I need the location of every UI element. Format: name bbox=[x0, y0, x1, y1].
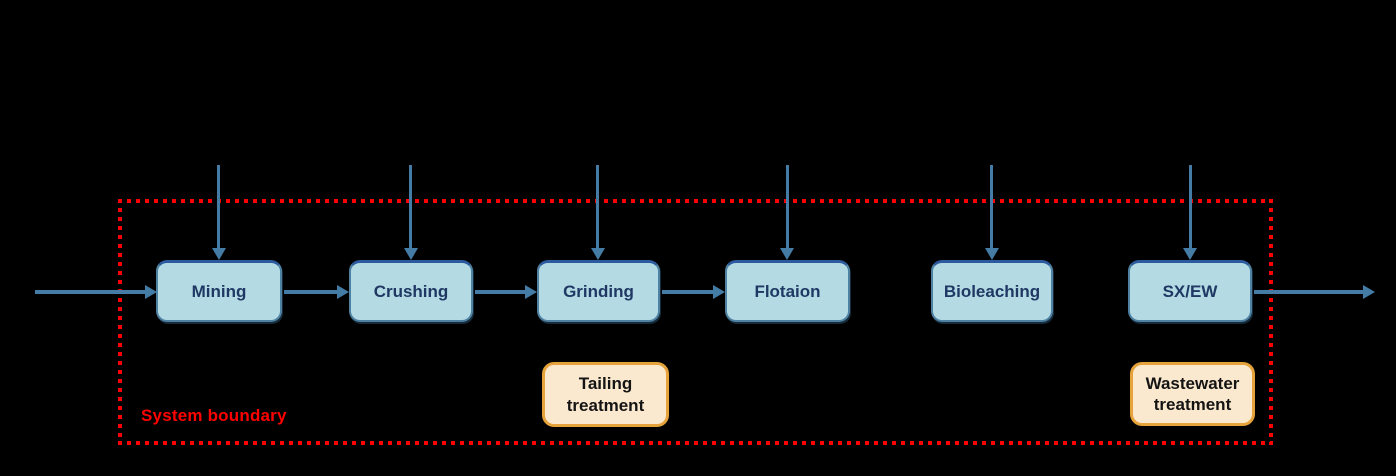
process-box-label: Grinding bbox=[563, 281, 634, 301]
system-boundary-bottom-edge bbox=[118, 441, 1273, 445]
treatment-box-tailing: Tailing treatment bbox=[542, 362, 669, 427]
process-box-grinding: Grinding bbox=[537, 260, 660, 322]
top-input-arrow-crushing-line bbox=[409, 165, 412, 249]
treatment-box-wastewater: Wastewater treatment bbox=[1130, 362, 1255, 426]
arrow-right-icon bbox=[525, 285, 537, 299]
arrow-down-icon bbox=[212, 248, 226, 260]
arrow-right-icon bbox=[145, 285, 157, 299]
top-input-arrow-mining-line bbox=[217, 165, 220, 249]
arrow-right-icon bbox=[1363, 285, 1375, 299]
arrow-down-icon bbox=[591, 248, 605, 260]
system-boundary-top-edge bbox=[118, 199, 1273, 203]
arrow-right-icon bbox=[337, 285, 349, 299]
process-box-mining: Mining bbox=[156, 260, 282, 322]
process-box-sxew: SX/EW bbox=[1128, 260, 1252, 322]
system-boundary-right-edge bbox=[1269, 199, 1273, 445]
flow-arrow-crushing-to-grinding-line bbox=[475, 290, 526, 294]
process-box-flotation: Flotaion bbox=[725, 260, 850, 322]
arrow-down-icon bbox=[1183, 248, 1197, 260]
top-input-arrow-grinding-line bbox=[596, 165, 599, 249]
process-box-label: Mining bbox=[191, 281, 247, 301]
input-flow-arrow-line bbox=[35, 290, 145, 294]
process-box-label: Bioleaching bbox=[943, 281, 1041, 301]
process-box-crushing: Crushing bbox=[349, 260, 473, 322]
top-input-arrow-sxew-line bbox=[1189, 165, 1192, 249]
system-boundary-left-edge bbox=[118, 199, 122, 445]
arrow-down-icon bbox=[780, 248, 794, 260]
process-box-bioleaching: Bioleaching bbox=[931, 260, 1053, 322]
arrow-down-icon bbox=[985, 248, 999, 260]
system-boundary-label: System boundary bbox=[141, 406, 287, 425]
treatment-box-label: Tailing treatment bbox=[566, 374, 645, 415]
arrow-right-icon bbox=[713, 285, 725, 299]
arrow-down-icon bbox=[404, 248, 418, 260]
top-input-arrow-flotation-line bbox=[786, 165, 789, 249]
treatment-box-label: Wastewater treatment bbox=[1145, 373, 1240, 414]
top-input-arrow-bioleaching-line bbox=[990, 165, 993, 249]
process-box-label: Flotaion bbox=[754, 281, 821, 301]
process-box-label: Crushing bbox=[373, 281, 449, 301]
flow-arrow-grinding-to-flotation-line bbox=[662, 290, 714, 294]
process-box-label: SX/EW bbox=[1162, 281, 1218, 301]
output-flow-arrow-line bbox=[1254, 290, 1364, 294]
flow-arrow-mining-to-crushing-line bbox=[284, 290, 338, 294]
